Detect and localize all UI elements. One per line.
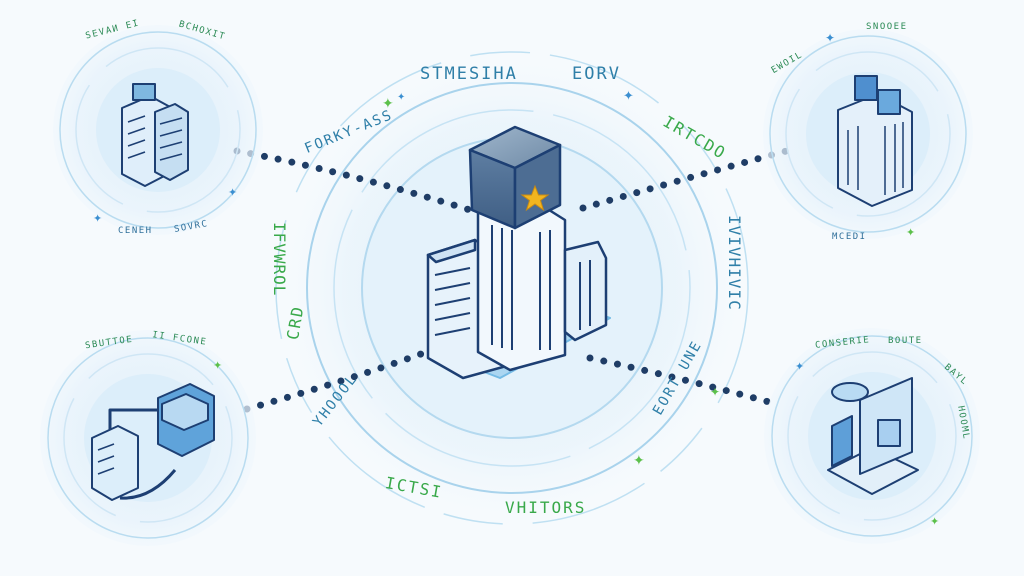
hub-label-bottom-right: VHITORS [505, 498, 587, 517]
sparkle-icon: ✦ [213, 359, 222, 372]
connection-lines [233, 146, 794, 413]
sparkle-icon: ✦ [93, 212, 102, 225]
connection-line-bottom-left [243, 346, 436, 413]
node-top-right-label: MCEDI [832, 232, 867, 242]
sparkle-icon: ✦ [795, 360, 804, 373]
sparkle-icon: ✦ [825, 31, 835, 45]
node-bottom-left [40, 330, 256, 546]
connection-line-bottom-right [586, 354, 784, 409]
server-rack-icon [121, 83, 189, 187]
node-top-left-label: CENEH [118, 226, 153, 236]
decorations: ✦ ✦ ✦ ✦ ✦ ✦ ✦ ✦ ✦ ✦ ✦ ✦ [93, 31, 939, 528]
node-top-right [763, 29, 973, 239]
hub-label-top-center: STMESIHA [420, 64, 518, 84]
sparkle-icon: ✦ [623, 89, 634, 104]
sparkle-icon: ✦ [930, 515, 939, 528]
node-top-right-label: SNOOEE [866, 22, 908, 32]
office-building-icon [837, 75, 913, 207]
hub-label-right-vertical: IVIVHIVIC [725, 215, 744, 311]
hub-label-top-right: EORV [572, 64, 621, 84]
workstation-icon [827, 377, 919, 495]
connection-line-top-right [579, 146, 794, 212]
sparkle-icon: ✦ [228, 186, 237, 199]
sparkle-icon: ✦ [906, 226, 915, 239]
sparkle-icon: ✦ [382, 96, 394, 112]
node-bottom-right [764, 328, 980, 544]
hub-cube-icon [468, 125, 562, 230]
sparkle-icon: ✦ [710, 385, 720, 399]
server-transfer-icon [91, 383, 215, 501]
connection-line-top-left [233, 147, 474, 214]
hub-label-left-vertical: IFVWROL [270, 222, 289, 297]
central-building-icon [426, 196, 611, 380]
node-top-left [53, 25, 263, 235]
node-bottom-right-label: BOUTE [888, 336, 923, 346]
sparkle-icon: ✦ [633, 453, 645, 469]
star-icon [520, 184, 550, 212]
sparkle-icon: ✦ [397, 92, 405, 103]
